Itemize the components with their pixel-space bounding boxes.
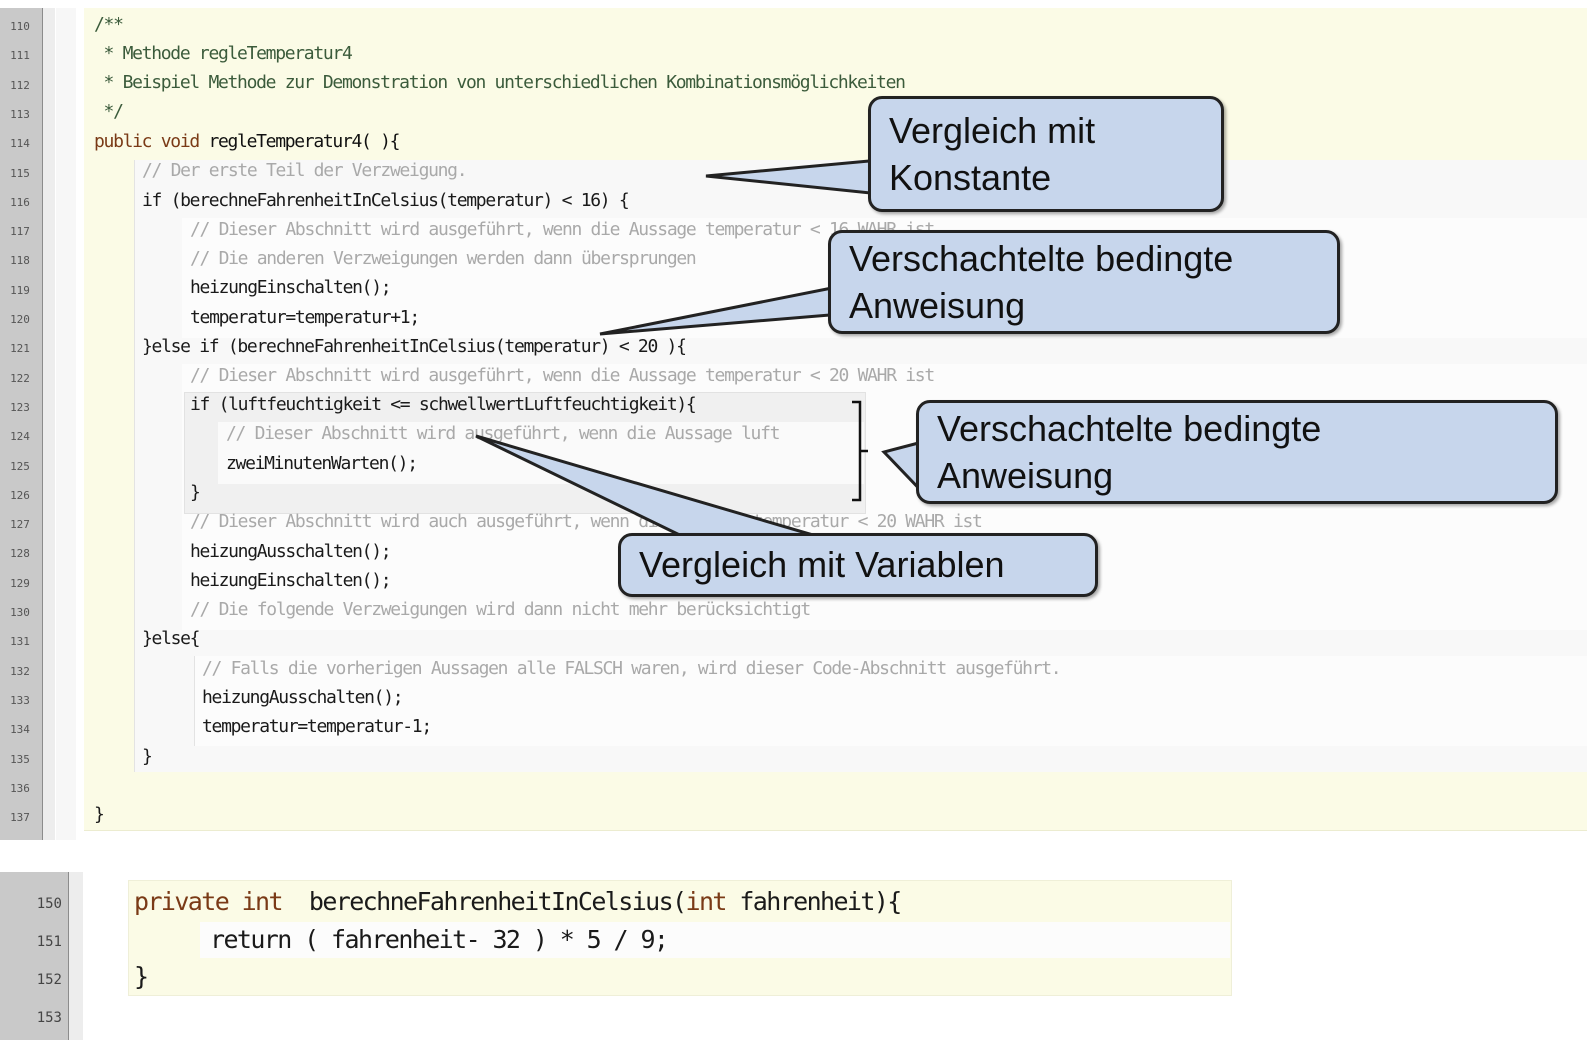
code-line-134[interactable]: temperatur=temperatur-1; — [202, 716, 432, 737]
line-number: 125 — [10, 459, 30, 473]
line-number: 134 — [10, 723, 30, 737]
code-line-119[interactable]: heizungEinschalten(); — [190, 277, 392, 298]
method-body-block-secondary — [200, 922, 1230, 958]
callout-text-line-1: Verschachtelte bedingte — [849, 238, 1234, 279]
code-line-126[interactable]: } — [190, 482, 201, 503]
fold-gutter — [56, 8, 76, 840]
else-body-block — [194, 656, 1587, 746]
keyword: private int — [134, 887, 284, 916]
line-number: 131 — [10, 635, 30, 649]
callout-text-line-2: Konstante — [889, 157, 1052, 198]
line-number: 124 — [10, 430, 30, 444]
code-line-124[interactable]: // Dieser Abschnitt wird ausgeführt, wen… — [226, 423, 780, 444]
keyword: public void — [94, 131, 200, 152]
code-line-120[interactable]: temperatur=temperatur+1; — [190, 307, 420, 328]
line-number: 113 — [10, 107, 30, 121]
keyword: int — [685, 887, 728, 916]
callout-verschachtelt-2: Verschachtelte bedingte Anweisung — [916, 400, 1558, 504]
code-line-117[interactable]: // Dieser Abschnitt wird ausgeführt, wen… — [190, 219, 935, 240]
line-number: 118 — [10, 254, 30, 268]
line-number: 136 — [10, 781, 30, 795]
line-number: 151 — [36, 934, 62, 950]
code-line-123[interactable]: if (luftfeuchtigkeit <= schwellwertLuftf… — [190, 394, 697, 415]
line-number: 133 — [10, 693, 30, 707]
line-number: 121 — [10, 342, 30, 356]
line-number: 114 — [10, 137, 30, 151]
line-number-gutter: 110 111 112 113 114 115 116 117 118 119 120 121 122 1… — [0, 8, 43, 840]
callout-text-line-1: Verschachtelte bedingte — [937, 408, 1322, 449]
annotation-strip — [43, 8, 55, 840]
line-number-gutter-secondary: 150 151 152 153 — [0, 872, 69, 1040]
code-line-121[interactable]: }else if (berechneFahrenheitInCelsius(te… — [142, 336, 687, 357]
line-number: 126 — [10, 488, 30, 502]
callout-text-line-2: Anweisung — [849, 285, 1026, 326]
line-number: 153 — [36, 1010, 62, 1026]
code-line-118[interactable]: // Die anderen Verzweigungen werden dann… — [190, 248, 697, 269]
method-signature: regleTemperatur4( ){ — [198, 131, 400, 152]
code-line-130[interactable]: // Die folgende Verzweigungen wird dann … — [190, 599, 811, 620]
callout-text-line-2: Anweisung — [937, 455, 1114, 496]
line-number: 132 — [10, 664, 30, 678]
code-line-129[interactable]: heizungEinschalten(); — [190, 570, 392, 591]
code-line-150[interactable]: private int berechneFahrenheitInCelsius(… — [134, 887, 902, 916]
method-params: fahrenheit){ — [725, 887, 902, 916]
line-number: 116 — [10, 195, 30, 209]
method-name: berechneFahrenheitInCelsius( — [281, 887, 687, 916]
line-number: 135 — [10, 752, 30, 766]
code-line-110[interactable]: /** — [94, 14, 124, 35]
callout-vergleich-konstante: Vergleich mit Konstante — [868, 96, 1224, 212]
line-number: 112 — [10, 78, 30, 92]
code-line-135[interactable]: } — [142, 746, 153, 767]
code-line-132[interactable]: // Falls die vorherigen Aussagen alle FA… — [202, 658, 1062, 679]
line-number: 117 — [10, 225, 30, 239]
code-line-131[interactable]: }else{ — [142, 628, 201, 649]
line-number: 152 — [36, 972, 62, 988]
code-line-116[interactable]: if (berechneFahrenheitInCelsius(temperat… — [142, 190, 630, 211]
callout-text: Vergleich mit Variablen — [639, 544, 1005, 585]
callout-vergleich-variablen: Vergleich mit Variablen — [618, 533, 1098, 597]
annotation-strip-secondary — [69, 872, 83, 1040]
line-number: 122 — [10, 371, 30, 385]
callout-verschachtelt-1: Verschachtelte bedingte Anweisung — [828, 230, 1340, 334]
callout-text-line-1: Vergleich mit — [889, 110, 1096, 151]
code-line-114[interactable]: public void regleTemperatur4( ){ — [94, 131, 400, 152]
code-line-112[interactable]: * Beispiel Methode zur Demonstration von… — [94, 72, 906, 93]
line-number: 111 — [10, 49, 30, 63]
line-number: 150 — [36, 896, 62, 912]
code-line-127[interactable]: // Dieser Abschnitt wird auch ausgeführt… — [190, 511, 983, 532]
code-line-151[interactable]: return ( fahrenheit- 32 ) * 5 / 9; — [210, 925, 669, 954]
code-line-111[interactable]: * Methode regleTemperatur4 — [94, 43, 353, 64]
line-number: 127 — [10, 518, 30, 532]
code-line-122[interactable]: // Dieser Abschnitt wird ausgeführt, wen… — [190, 365, 935, 386]
code-line-128[interactable]: heizungAusschalten(); — [190, 541, 392, 562]
line-number: 129 — [10, 576, 30, 590]
line-number: 137 — [10, 811, 30, 825]
code-line-137[interactable]: } — [94, 804, 105, 825]
code-line-133[interactable]: heizungAusschalten(); — [202, 687, 404, 708]
code-line-113[interactable]: */ — [94, 101, 124, 122]
line-number: 128 — [10, 547, 30, 561]
line-number: 123 — [10, 400, 30, 414]
code-line-152[interactable]: } — [134, 962, 149, 991]
code-line-115[interactable]: // Der erste Teil der Verzweigung. — [142, 160, 468, 181]
line-number: 110 — [10, 20, 30, 33]
line-number: 119 — [10, 283, 30, 297]
line-number: 130 — [10, 606, 30, 619]
line-number: 120 — [10, 313, 30, 326]
code-line-125[interactable]: zweiMinutenWarten(); — [226, 453, 418, 474]
line-number: 115 — [10, 166, 30, 180]
